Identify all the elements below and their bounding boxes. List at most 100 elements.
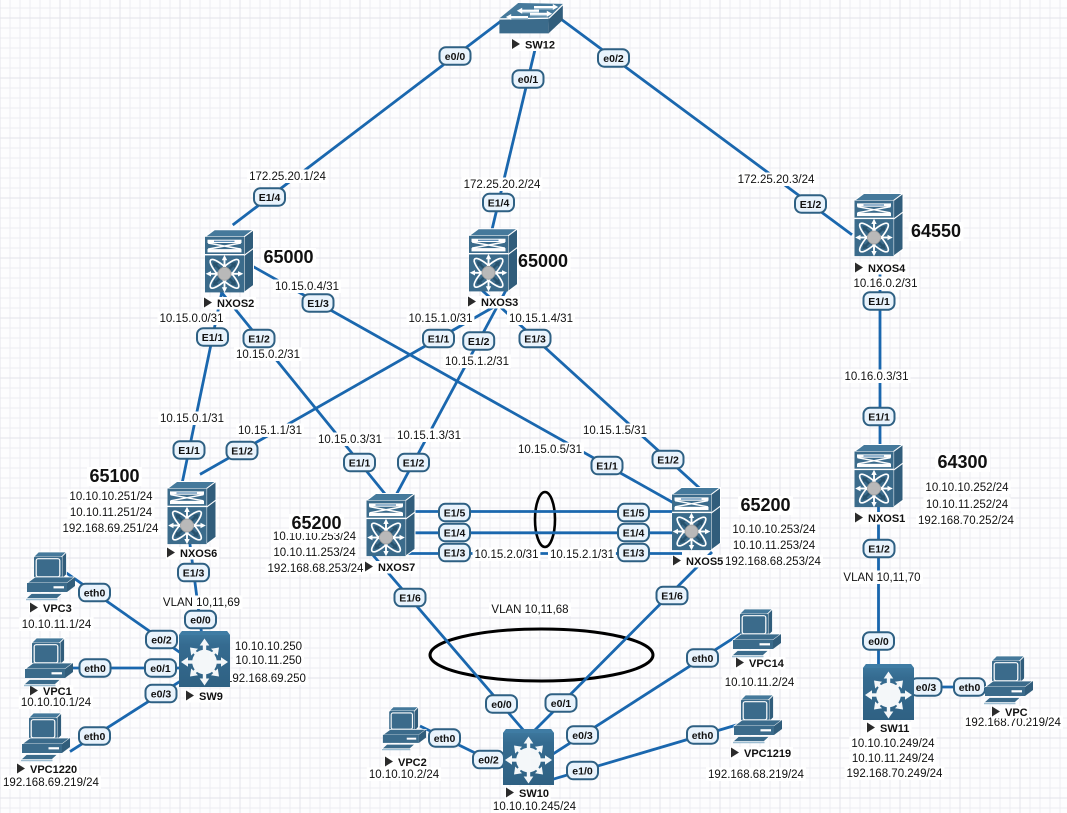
svg-text:E1/3: E1/3 — [444, 547, 466, 559]
svg-text:10.15.1.1/31: 10.15.1.1/31 — [238, 425, 302, 437]
svg-text:172.25.20.1/24: 172.25.20.1/24 — [249, 171, 326, 183]
svg-text:E1/4: E1/4 — [488, 197, 510, 209]
svg-text:10.15.1.0/31: 10.15.1.0/31 — [409, 313, 473, 325]
svg-text:e0/0: e0/0 — [491, 699, 512, 711]
svg-text:65000: 65000 — [518, 251, 568, 271]
svg-text:192.168.68.253/24: 192.168.68.253/24 — [725, 556, 822, 568]
svg-text:e0/3: e0/3 — [151, 688, 172, 700]
svg-text:10.10.10.2/24: 10.10.10.2/24 — [369, 769, 440, 781]
svg-text:e0/3: e0/3 — [916, 682, 937, 694]
svg-text:10.10.11.249/24: 10.10.11.249/24 — [852, 753, 935, 765]
svg-text:192.168.70.252/24: 192.168.70.252/24 — [918, 515, 1015, 527]
svg-text:172.25.20.2/24: 172.25.20.2/24 — [464, 179, 541, 191]
svg-text:NXOS1: NXOS1 — [868, 513, 905, 525]
svg-text:10.15.0.4/31: 10.15.0.4/31 — [275, 281, 339, 293]
svg-text:e0/0: e0/0 — [445, 51, 466, 63]
svg-text:e0/2: e0/2 — [603, 53, 624, 65]
svg-text:E1/1: E1/1 — [868, 411, 890, 423]
svg-text:NXOS3: NXOS3 — [481, 297, 518, 309]
svg-text:192.168.68.253/24: 192.168.68.253/24 — [268, 563, 365, 575]
svg-text:E1/2: E1/2 — [868, 543, 890, 555]
svg-text:E1/6: E1/6 — [399, 592, 421, 604]
svg-text:e0/1: e0/1 — [150, 663, 171, 675]
svg-text:E1/6: E1/6 — [661, 590, 683, 602]
svg-text:10.16.0.3/31: 10.16.0.3/31 — [845, 371, 909, 383]
svg-text:E1/4: E1/4 — [623, 527, 645, 539]
svg-text:10.10.10.250: 10.10.10.250 — [235, 641, 302, 653]
svg-text:10.15.1.4/31: 10.15.1.4/31 — [509, 313, 573, 325]
svg-text:VPC1220: VPC1220 — [30, 764, 77, 776]
svg-text:e0/2: e0/2 — [478, 754, 499, 766]
svg-text:eth0: eth0 — [84, 731, 106, 743]
svg-text:64300: 64300 — [937, 452, 987, 472]
svg-text:10.10.11.253/24: 10.10.11.253/24 — [733, 540, 816, 552]
svg-text:e0/0: e0/0 — [868, 636, 889, 648]
svg-text:64550: 64550 — [911, 221, 961, 241]
svg-text:e0/0: e0/0 — [190, 614, 211, 626]
svg-text:E1/1: E1/1 — [349, 457, 371, 469]
svg-text:E1/1: E1/1 — [202, 332, 224, 344]
svg-text:NXOS4: NXOS4 — [868, 263, 906, 275]
svg-text:10.15.0.2/31: 10.15.0.2/31 — [236, 349, 300, 361]
svg-text:eth0: eth0 — [84, 587, 106, 599]
svg-text:10.10.10.253/24: 10.10.10.253/24 — [273, 531, 357, 543]
svg-text:VPC2: VPC2 — [398, 757, 427, 769]
svg-text:10.15.1.3/31: 10.15.1.3/31 — [397, 430, 461, 442]
svg-text:172.25.20.3/24: 172.25.20.3/24 — [738, 174, 815, 186]
svg-text:10.15.1.2/31: 10.15.1.2/31 — [445, 356, 509, 368]
svg-text:SW12: SW12 — [525, 40, 555, 52]
svg-text:NXOS2: NXOS2 — [217, 298, 254, 310]
svg-text:192.168.69.219/24: 192.168.69.219/24 — [3, 777, 100, 789]
svg-text:e0/3: e0/3 — [572, 730, 593, 742]
svg-text:E1/4: E1/4 — [259, 192, 281, 204]
svg-text:10.10.11.251/24: 10.10.11.251/24 — [70, 507, 153, 519]
svg-text:10.10.10.253/24: 10.10.10.253/24 — [732, 524, 816, 536]
svg-text:10.10.10.249/24: 10.10.10.249/24 — [851, 738, 935, 750]
svg-text:eth0: eth0 — [692, 653, 714, 665]
svg-text:E1/1: E1/1 — [868, 296, 890, 308]
svg-text:SW11: SW11 — [880, 723, 909, 735]
svg-text:e0/1: e0/1 — [551, 698, 572, 710]
svg-text:10.15.2.1/31: 10.15.2.1/31 — [550, 549, 614, 561]
svg-text:10.10.10.245/24: 10.10.10.245/24 — [493, 801, 577, 813]
svg-text:eth0: eth0 — [84, 663, 106, 675]
svg-text:eth0: eth0 — [692, 730, 714, 742]
svg-text:NXOS7: NXOS7 — [378, 562, 415, 574]
svg-text:e1/0: e1/0 — [572, 765, 593, 777]
svg-text:E1/2: E1/2 — [248, 333, 270, 345]
svg-text:10.10.10.251/24: 10.10.10.251/24 — [69, 491, 153, 503]
svg-text:VLAN 10,11,70: VLAN 10,11,70 — [843, 572, 920, 584]
svg-text:10.10.10.1/24: 10.10.10.1/24 — [21, 697, 92, 709]
svg-text:E1/2: E1/2 — [657, 454, 679, 466]
svg-text:E1/1: E1/1 — [178, 445, 200, 457]
svg-text:e0/2: e0/2 — [151, 634, 172, 646]
svg-text:10.10.10.252/24: 10.10.10.252/24 — [925, 482, 1009, 494]
svg-text:eth0: eth0 — [959, 682, 981, 694]
svg-text:SW9: SW9 — [199, 691, 223, 703]
svg-text:E1/3: E1/3 — [623, 547, 645, 559]
svg-text:E1/5: E1/5 — [623, 507, 645, 519]
svg-text:10.10.11.250: 10.10.11.250 — [235, 655, 301, 667]
svg-text:10.10.11.2/24: 10.10.11.2/24 — [725, 677, 795, 689]
svg-text:VPC3: VPC3 — [43, 603, 72, 615]
svg-text:VLAN 10,11,69: VLAN 10,11,69 — [163, 597, 240, 609]
svg-text:NXOS5: NXOS5 — [686, 556, 723, 568]
svg-text:10.15.0.3/31: 10.15.0.3/31 — [318, 434, 382, 446]
svg-text:10.10.11.1/24: 10.10.11.1/24 — [22, 619, 92, 631]
svg-text:10.15.0.5/31: 10.15.0.5/31 — [518, 444, 582, 456]
svg-text:VPC14: VPC14 — [749, 658, 785, 670]
svg-text:e0/1: e0/1 — [518, 74, 539, 86]
svg-text:SW10: SW10 — [519, 788, 549, 800]
svg-text:eth0: eth0 — [434, 733, 456, 745]
svg-text:192.168.70.219/24: 192.168.70.219/24 — [965, 717, 1062, 729]
svg-text:10.10.11.252/24: 10.10.11.252/24 — [926, 499, 1009, 511]
svg-text:10.15.0.0/31: 10.15.0.0/31 — [160, 313, 224, 325]
svg-text:192.168.70.249/24: 192.168.70.249/24 — [847, 768, 944, 780]
svg-text:VPC1219: VPC1219 — [744, 748, 791, 760]
svg-text:65100: 65100 — [89, 466, 139, 486]
svg-text:E1/4: E1/4 — [444, 527, 466, 539]
svg-text:192.168.68.219/24: 192.168.68.219/24 — [708, 769, 805, 781]
svg-text:65000: 65000 — [263, 247, 313, 267]
svg-text:VLAN 10,11,68: VLAN 10,11,68 — [491, 604, 568, 616]
svg-text:192.168.69.250: 192.168.69.250 — [226, 673, 306, 685]
